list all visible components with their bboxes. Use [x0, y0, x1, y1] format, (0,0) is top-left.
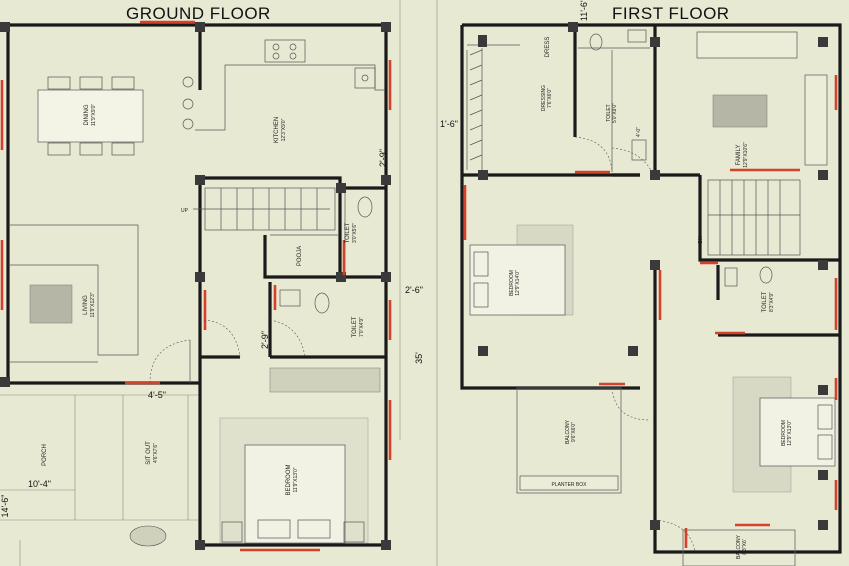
dining-size: 11'9"X9'0" [91, 104, 97, 127]
kitchen-label: KITCHEN [274, 117, 280, 143]
first-bedroom-1-furniture [469, 224, 574, 316]
dim-14-6: 14'-6" [0, 495, 10, 518]
planter-icon [129, 525, 167, 547]
first-bedroom-2-furniture [732, 376, 836, 493]
pooja-label: POOJA [297, 246, 303, 266]
dining-table [37, 76, 144, 156]
dim-10-4: 10'-4" [28, 479, 51, 489]
ground-floor: GROUND FLOOR DINING 11'9"X9'0" KITCHEN 1… [0, 4, 458, 552]
dim-11-6: 11'-6" [579, 0, 589, 21]
ground-toilet-fixtures [279, 196, 373, 314]
first-balcony-1-size: 9'6"X6'0" [571, 422, 577, 442]
stair-down-label: DN [698, 236, 704, 244]
ground-bedroom-label: BEDROOM [286, 464, 292, 495]
porch-label: PORCH [42, 444, 48, 466]
first-balcony-2-label: BALCONY [736, 534, 742, 559]
living-label: LIVING [83, 295, 89, 315]
dim-1-6: 1'-6" [440, 119, 458, 129]
dimension-lines [0, 0, 438, 566]
first-balcony-2-size: 8'3"X6' [742, 539, 748, 554]
first-floor-title: FIRST FLOOR [612, 4, 730, 23]
ground-toilet-2-label: TOILET [352, 316, 358, 337]
dim-35: 35' [414, 352, 424, 364]
dim-2-9-a: 2'-9" [378, 149, 388, 167]
ground-toilet-1-label: TOILET [345, 222, 351, 243]
lower-stair-treads [269, 367, 381, 393]
ground-floor-title: GROUND FLOOR [126, 4, 271, 23]
dim-2-9-b: 2'-9" [260, 331, 270, 349]
first-bedroom-2-label: BEDROOM [781, 420, 787, 446]
sitout-size: 4'6"X7'6" [153, 443, 159, 463]
dim-4-0: 4'-0" [636, 127, 642, 137]
family-label: FAMILY [736, 145, 742, 166]
ground-bedroom-furniture [219, 417, 369, 544]
first-toilet-2-size: 8'3"X4'9" [769, 292, 775, 312]
ground-toilet-1-size: 3'0"X5'6" [352, 223, 358, 243]
dim-4-5: 4'-5" [148, 390, 166, 400]
first-toilet-1-size: 5'0"X9'0" [612, 103, 618, 123]
planter-box-label: PLANTER BOX [551, 482, 587, 488]
dress-label: DRESS [545, 37, 551, 58]
first-balcony-1 [516, 387, 622, 494]
sitout-label: SIT OUT [146, 441, 152, 465]
ground-toilet-2-size: 7'0"X4'9" [359, 317, 365, 337]
dim-2-6: 2'-6" [405, 285, 423, 295]
wardrobe-hatch [466, 48, 483, 170]
kitchen-counter [182, 39, 385, 131]
living-sofa [10, 224, 139, 363]
family-sofa [696, 31, 828, 166]
first-toilet-1-label: TOILET [606, 104, 612, 121]
first-bedroom-2-size: 12'9"X13'0" [787, 420, 793, 446]
stair-up-label: UP [181, 208, 189, 214]
kitchen-size: 12'3"X9'0" [281, 118, 287, 141]
ground-staircase [193, 187, 336, 231]
first-toilet-2-label: TOILET [762, 291, 768, 312]
first-balcony-2-outline [682, 529, 796, 566]
first-bedroom-1-size: 12'9"X14'0" [515, 270, 521, 296]
first-balcony-1-label: BALCONY [565, 419, 571, 444]
first-floor: FIRST FLOOR DRESS DRESSING 7'6"X6'0" TOI… [460, 0, 842, 566]
ground-bedroom-size: 11'9"X13'0" [293, 467, 299, 492]
first-bedroom-1-label: BEDROOM [509, 270, 515, 296]
family-size: 12'9"X10'6" [743, 142, 749, 168]
dressing-size: 7'6"X6'0" [547, 88, 553, 108]
dining-label: DINING [84, 104, 90, 125]
first-toilet-fixtures [589, 29, 773, 287]
dressing-label: DRESSING [541, 85, 547, 111]
living-size: 11'9"X12'3" [90, 292, 96, 317]
first-staircase [707, 179, 801, 256]
